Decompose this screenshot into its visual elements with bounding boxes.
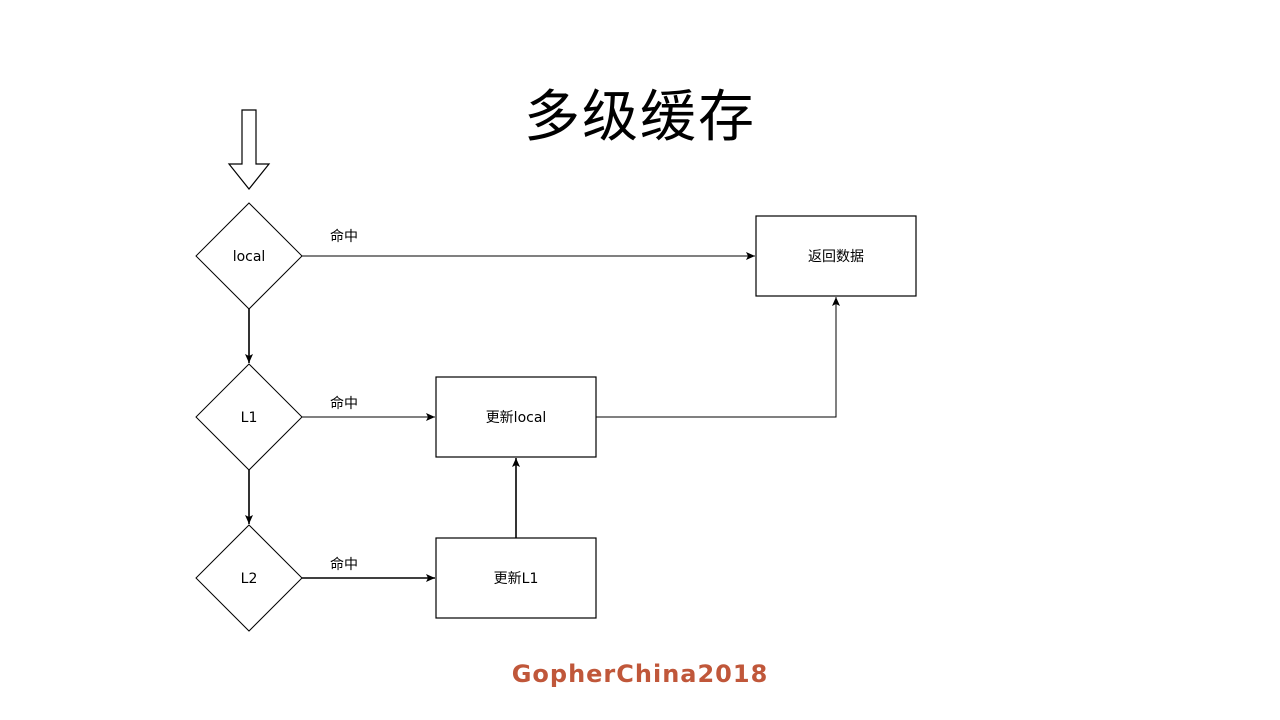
decision-l2-diamond [195,524,303,632]
decision-local: local [195,202,303,310]
process-return-data: 返回数据 [755,215,917,297]
entry-arrow-icon [227,109,271,190]
decision-l2: L2 [195,524,303,632]
process-update-local: 更新local [435,376,597,458]
edge-label-local-hit: 命中 [330,228,358,245]
process-update-l1-box [435,537,597,619]
process-update-l1: 更新L1 [435,537,597,619]
process-update-l1-label: 更新L1 [494,571,539,587]
process-return-data-box [755,215,917,297]
footer-brand: GopherChina2018 [511,660,769,688]
process-update-local-label: 更新local [486,410,547,426]
decision-l1: L1 [195,363,303,471]
process-update-local-box [435,376,597,458]
decision-l2-label: L2 [241,571,258,587]
decision-l1-label: L1 [241,410,258,426]
edge-label-l1-hit: 命中 [330,395,358,412]
process-return-data-label: 返回数据 [808,249,864,265]
slide-title: 多级缓存 [524,85,756,150]
edge-label-l2-hit: 命中 [330,556,358,573]
edge-update-local-to-return [596,297,840,418]
decision-local-label: local [233,249,266,265]
